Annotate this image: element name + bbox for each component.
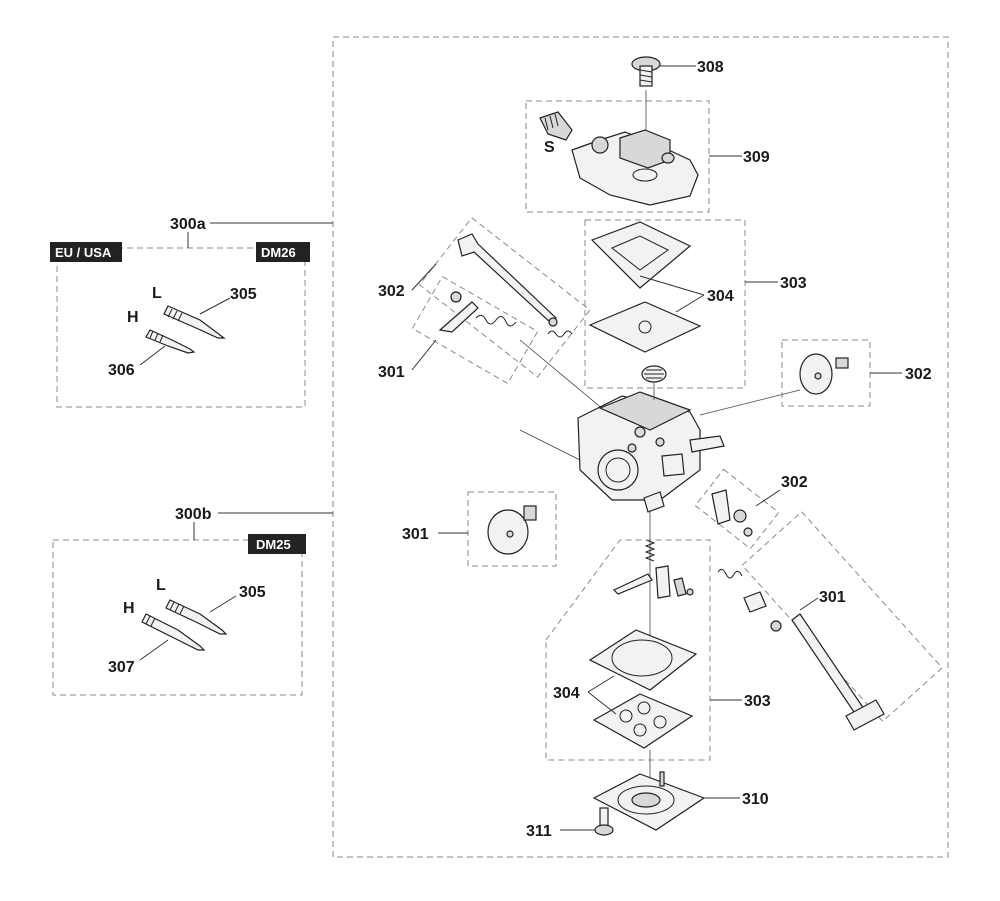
frame-300a [56, 247, 306, 408]
tag-dm26: DM26 [256, 242, 310, 262]
callout-302-mid: 302 [781, 474, 808, 491]
fitting-s [539, 111, 573, 141]
svg-text:EU / USA: EU / USA [55, 245, 112, 260]
callout-303-upper: 303 [780, 275, 807, 292]
throttle-shaft-302 [457, 233, 558, 327]
frame-303-upper [584, 219, 746, 389]
cover-309 [571, 129, 699, 206]
callout-311: 311 [526, 823, 552, 840]
callout-302-right: 302 [905, 366, 932, 383]
tag-eu-usa: EU / USA [50, 242, 122, 262]
callout-304-upper: 304 [707, 288, 734, 305]
svg-text:DM26: DM26 [261, 245, 296, 260]
letter-l-300a: L [152, 285, 162, 302]
gasket-304-lower [588, 629, 698, 749]
frame-302-upper [418, 217, 591, 378]
main-assembly-frame [332, 36, 949, 858]
frame-309 [525, 100, 710, 213]
letter-h-300b: H [123, 600, 135, 617]
callout-310: 310 [742, 791, 769, 808]
callout-305-b: 305 [239, 584, 266, 601]
group-leaders [187, 222, 333, 540]
frame-301-upper [411, 275, 539, 385]
group-label-300b: 300b [175, 506, 212, 523]
pump-cover-310 [592, 771, 706, 831]
needle-306 [139, 329, 196, 366]
letter-s: S [544, 139, 555, 156]
lever-301-upper [438, 291, 573, 338]
throttle-disc-302 [799, 353, 849, 395]
callout-304-lower: 304 [553, 685, 580, 702]
screw-308 [631, 56, 696, 87]
frame-303-lower [545, 539, 711, 761]
tag-dm25: DM25 [248, 534, 306, 554]
letter-l-300b: L [156, 577, 166, 594]
choke-shaft-301 [717, 568, 885, 731]
svg-text:DM25: DM25 [256, 537, 291, 552]
frame-300b [52, 539, 303, 696]
callout-302-upper-left: 302 [378, 283, 405, 300]
callout-301-upper-left: 301 [378, 364, 405, 381]
callout-301-lower-right: 301 [819, 589, 846, 606]
callout-308: 308 [697, 59, 724, 76]
callout-306: 306 [108, 362, 135, 379]
callout-301-mid: 301 [402, 526, 429, 543]
needle-305-a [163, 297, 231, 339]
letter-h-300a: H [127, 309, 139, 326]
group-label-300a: 300a [170, 216, 206, 233]
screw-311 [594, 807, 614, 836]
callout-307: 307 [108, 659, 135, 676]
choke-disc-301 [487, 505, 537, 555]
needle-305-b [165, 595, 237, 635]
callout-305-a: 305 [230, 286, 257, 303]
callout-303-lower: 303 [744, 693, 771, 710]
needle-307 [139, 613, 206, 661]
callout-309: 309 [743, 149, 770, 166]
frame-301-mid [467, 491, 557, 567]
lever-302-mid [711, 489, 753, 537]
needle-valve-assembly [612, 510, 694, 660]
carburetor-body [519, 339, 801, 513]
gasket-304-upper [588, 221, 702, 353]
frame-302-mid [694, 468, 780, 550]
